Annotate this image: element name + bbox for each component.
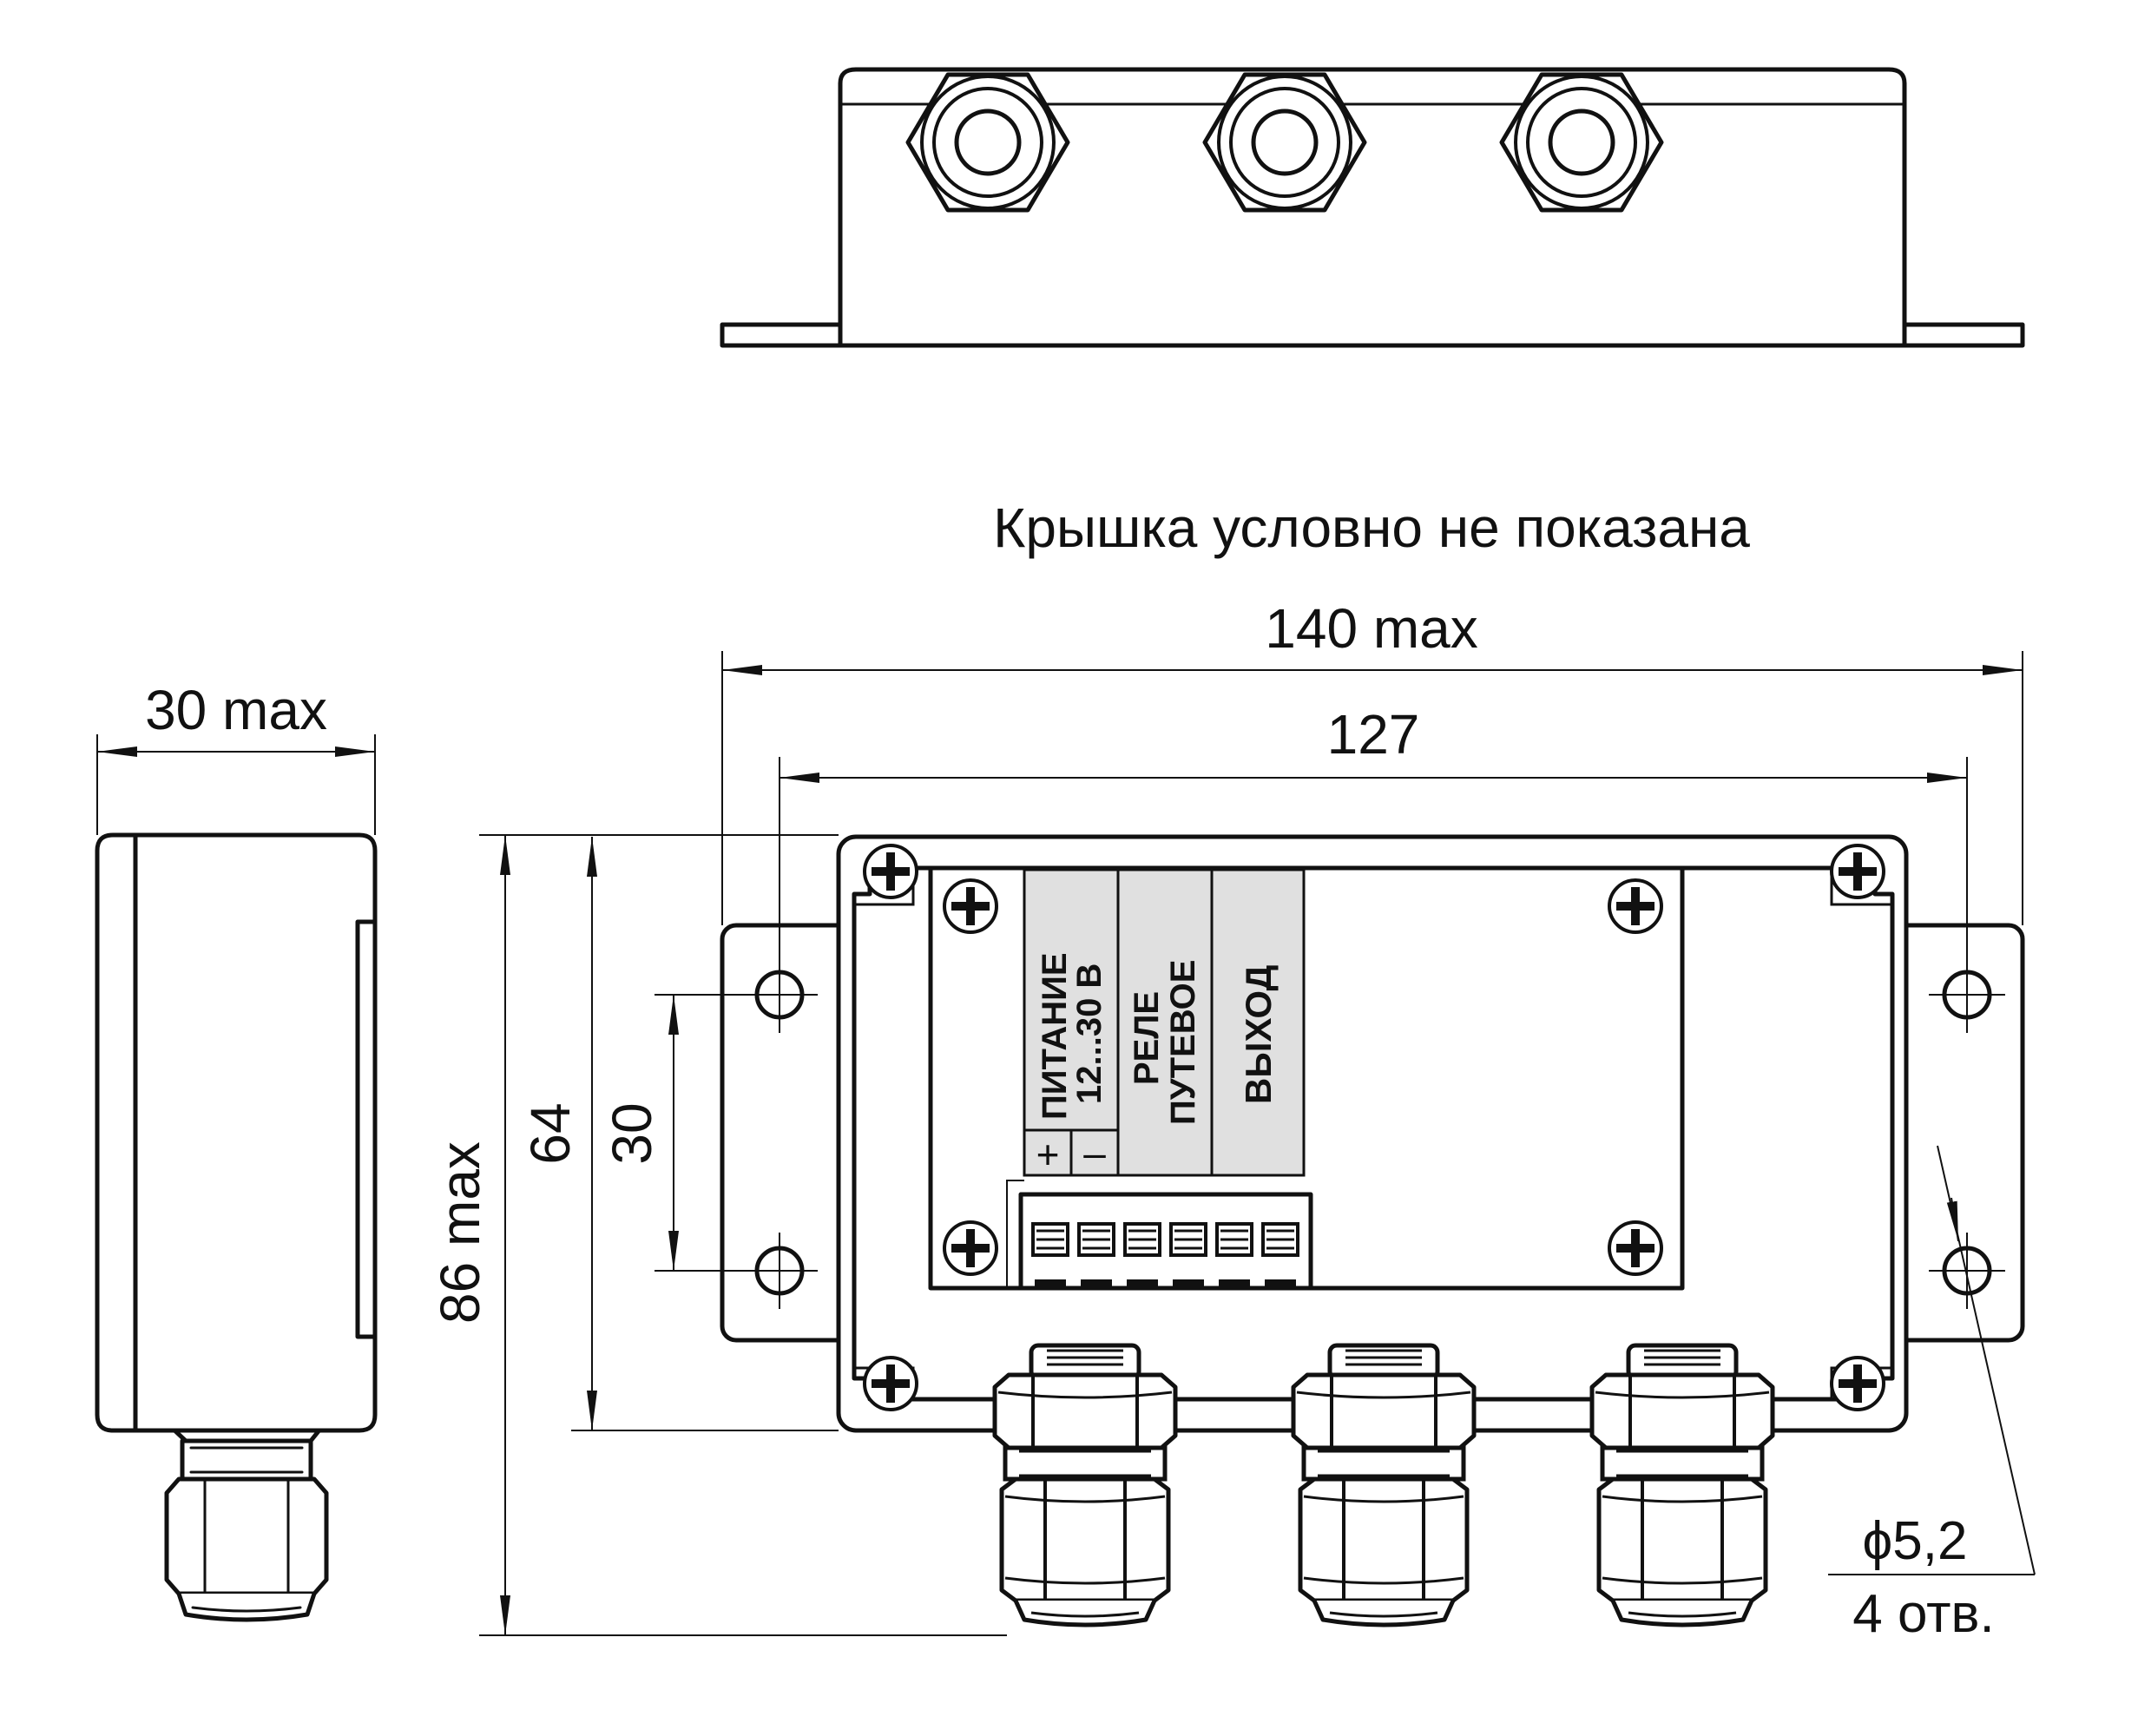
label-relay-line2: ПУТЕВОЕ [1164, 960, 1202, 1125]
label-output-bg [1210, 868, 1306, 1177]
corner-screw-tl [863, 844, 918, 899]
dim-hole-spacing: 30 [601, 1102, 663, 1164]
board-screw-bl [943, 1220, 998, 1276]
cable-gland-1 [995, 1345, 1175, 1625]
label-power-line1: ПИТАНИЕ [1036, 952, 1074, 1120]
dimension-lines: 140 max 127 30 max 86 max 64 30 ϕ5,2 4 о… [96, 597, 2036, 1644]
dim-hole-diameter: ϕ5,2 [1863, 1511, 1968, 1571]
board-screw-tl [943, 878, 998, 934]
dim-overall-height: 86 max [429, 1141, 491, 1324]
front-view: ПИТАНИЕ 12...30 В РЕЛЕ ПУТЕВОЕ ВЫХОД + – [720, 834, 2025, 1625]
dim-hole-count: 4 отв. [1852, 1584, 1994, 1644]
corner-screw-bl [863, 1356, 918, 1411]
terminal-contact-2 [1077, 1222, 1115, 1257]
dim-side-depth: 30 max [145, 679, 327, 741]
cover-note: Крышка условно не показана [993, 496, 1750, 559]
terminal-contact-base [1081, 1279, 1112, 1288]
terminal-contacts [1031, 1222, 1299, 1288]
label-power-line2: 12...30 В [1070, 963, 1108, 1104]
dim-body-height: 64 [519, 1102, 582, 1164]
terminal-contact-base [1127, 1279, 1158, 1288]
board-screw-br [1608, 1220, 1663, 1276]
label-output: ВЫХОД [1238, 965, 1279, 1104]
corner-screw-br [1830, 1356, 1885, 1411]
label-relay-line1: РЕЛЕ [1128, 991, 1166, 1085]
label-relay-bg [1116, 868, 1214, 1177]
dim-mount-spacing: 127 [1327, 703, 1420, 766]
side-view [95, 832, 378, 1622]
label-plus: + [1036, 1132, 1060, 1177]
top-view [720, 67, 2025, 348]
cable-gland-3 [1592, 1345, 1773, 1625]
corner-screw-tr [1830, 844, 1885, 899]
terminal-contact-base [1173, 1279, 1204, 1288]
board-screw-tr [1608, 878, 1663, 934]
cable-gland-2 [1293, 1345, 1474, 1625]
terminal-contact-base [1265, 1279, 1296, 1288]
dim-overall-width: 140 max [1265, 597, 1477, 660]
label-minus: – [1083, 1130, 1106, 1175]
terminal-contact-base [1035, 1279, 1066, 1288]
terminal-contact-base [1219, 1279, 1250, 1288]
